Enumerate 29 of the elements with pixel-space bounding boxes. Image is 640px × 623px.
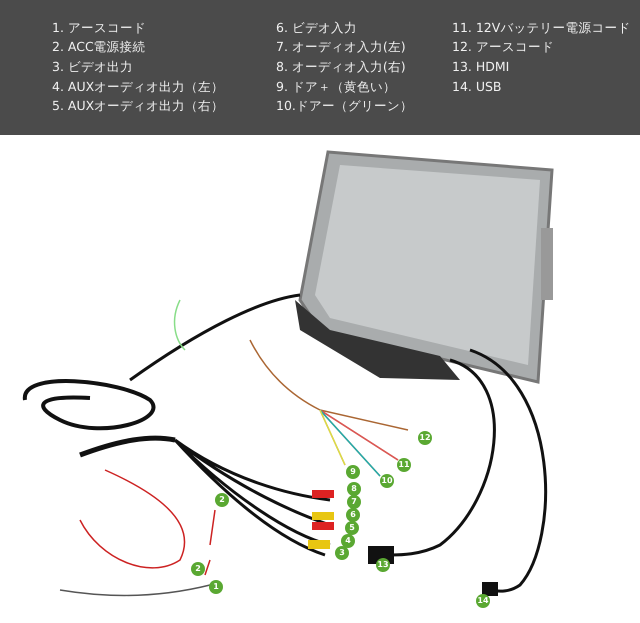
callout-number: 7 — [347, 495, 361, 509]
callout-number: 13 — [376, 558, 390, 572]
legend-item: 8. オーディオ入力(右) — [276, 59, 406, 75]
legend-item: 5. AUXオーディオ出力（右） — [52, 98, 224, 114]
legend-item: 4. AUXオーディオ出力（左） — [52, 79, 224, 95]
legend-item: 14. USB — [452, 79, 502, 95]
callout-number: 1 — [209, 580, 223, 594]
legend-item: 1. アースコード — [52, 20, 146, 36]
callout-number: 12 — [418, 431, 432, 445]
legend-item: 11. 12Vバッテリー電源コード — [452, 20, 630, 36]
callout-number: 2 — [191, 562, 205, 576]
legend-item: 13. HDMI — [452, 59, 510, 75]
legend-item: 2. ACC電源接続 — [52, 39, 146, 55]
legend-item: 6. ビデオ入力 — [276, 20, 357, 36]
legend-item: 9. ドア＋（黄色い） — [276, 79, 396, 95]
callout-number: 14 — [476, 594, 490, 608]
callout-number: 9 — [346, 465, 360, 479]
callout-number: 10 — [380, 474, 394, 488]
legend-item: 12. アースコード — [452, 39, 554, 55]
legend-item: 10.ドアー（グリーン） — [276, 98, 413, 114]
callout-number: 8 — [347, 482, 361, 496]
callout-number: 2 — [215, 493, 229, 507]
callout-number: 6 — [346, 508, 360, 522]
callout-number: 5 — [345, 521, 359, 535]
callout-number: 4 — [341, 534, 355, 548]
callout-number: 3 — [335, 546, 349, 560]
legend-item: 3. ビデオ出力 — [52, 59, 133, 75]
legend-item: 7. オーディオ入力(左) — [276, 39, 406, 55]
callout-number: 11 — [397, 458, 411, 472]
